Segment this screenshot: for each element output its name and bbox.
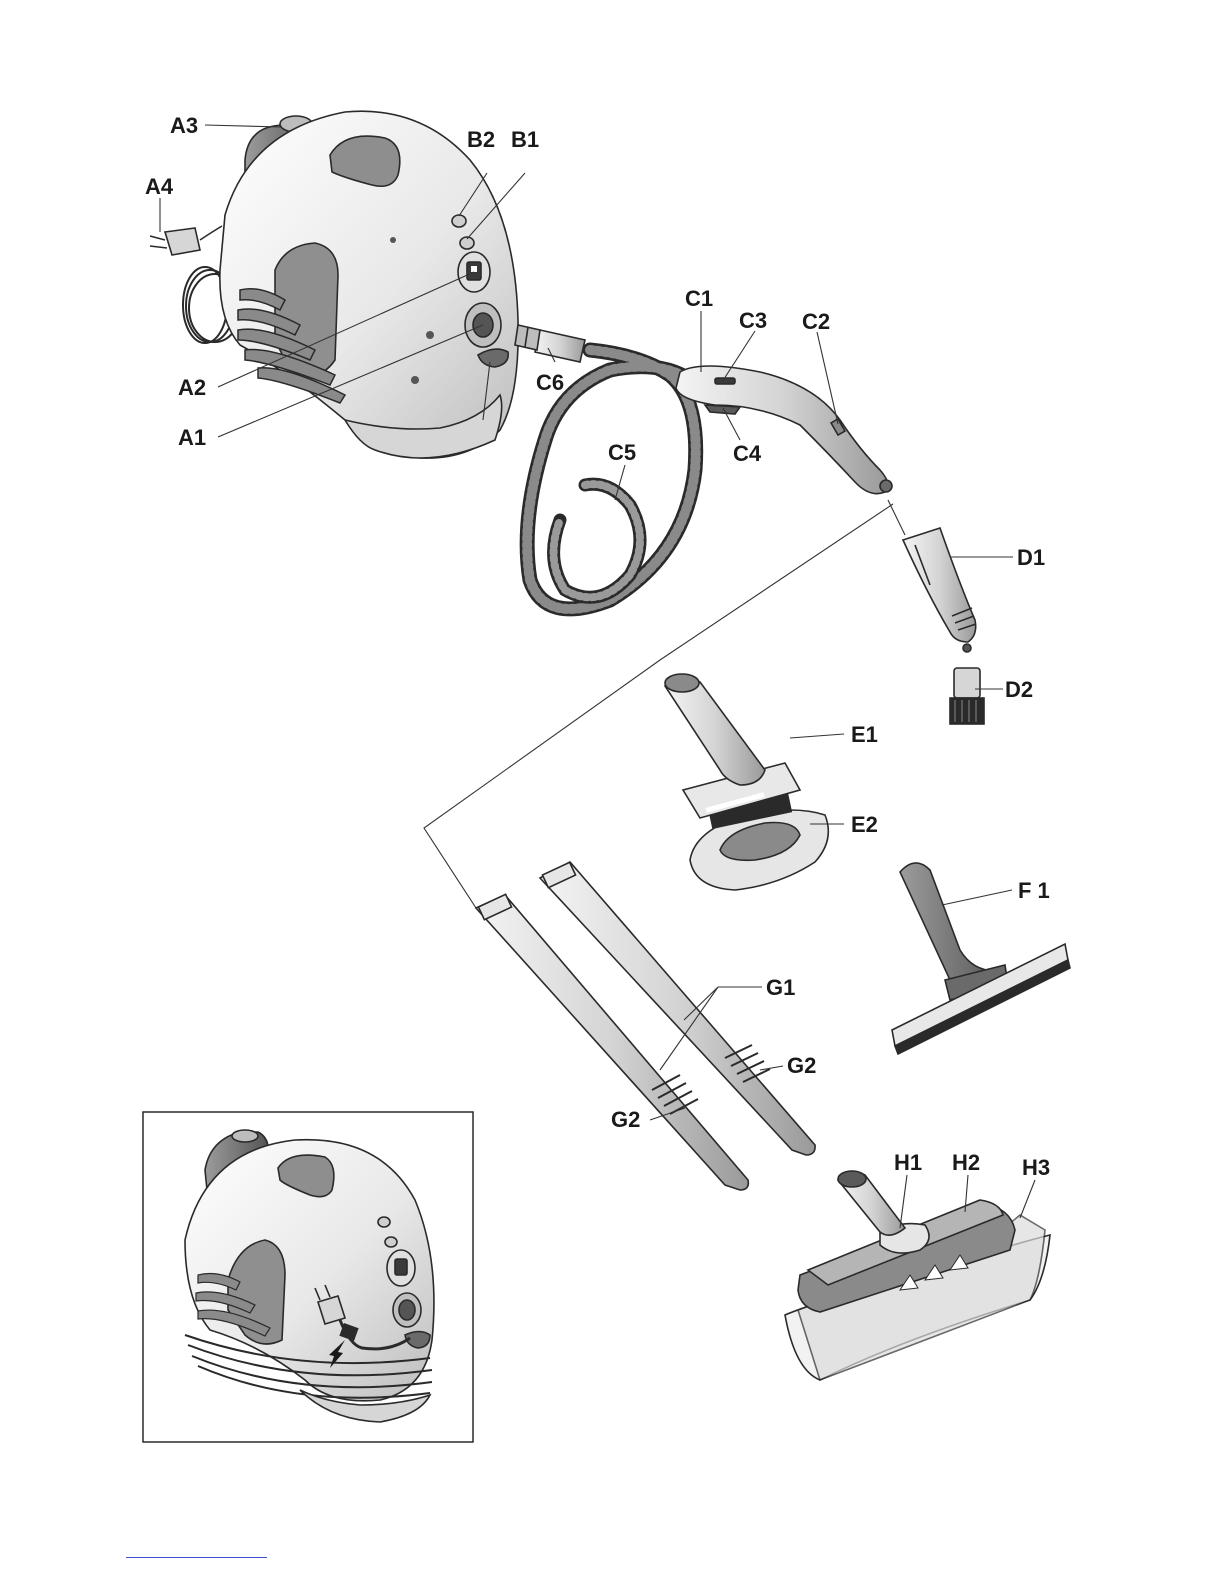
steam-unit <box>150 111 518 458</box>
footer-rule <box>126 1557 267 1558</box>
label-c1: C1 <box>685 286 713 311</box>
scrub-brush <box>665 674 828 890</box>
label-d2: D2 <box>1005 677 1033 702</box>
label-c4: C4 <box>733 441 762 466</box>
label-c2: C2 <box>802 309 830 334</box>
steam-hose-assembly <box>515 325 892 609</box>
label-f1: F 1 <box>1018 878 1050 903</box>
steam-trigger[interactable] <box>705 405 740 414</box>
label-c3: C3 <box>739 308 767 333</box>
label-e1: E1 <box>851 722 878 747</box>
label-g2-left: G2 <box>611 1107 640 1132</box>
label-a1: A1 <box>178 425 206 450</box>
handle-slider-c3[interactable] <box>715 378 735 384</box>
round-brush <box>950 668 984 724</box>
mains-plug <box>150 226 222 255</box>
steam-gun-handle <box>676 366 888 494</box>
label-c5: C5 <box>608 440 636 465</box>
detail-nozzle <box>903 528 976 652</box>
label-c6: C6 <box>536 370 564 395</box>
label-h3: H3 <box>1022 1155 1050 1180</box>
indicator-light-b2 <box>452 215 466 227</box>
brush-handle <box>665 678 765 785</box>
label-g2-right: G2 <box>787 1053 816 1078</box>
label-d1: D1 <box>1017 545 1045 570</box>
label-h2: H2 <box>952 1150 980 1175</box>
floor-head <box>785 1171 1050 1380</box>
cord-storage-inset <box>143 1112 473 1442</box>
handle-nozzle <box>880 480 892 492</box>
label-b1: B1 <box>511 127 539 152</box>
hose-connector <box>515 325 585 362</box>
label-b2: B2 <box>467 127 495 152</box>
label-g1: G1 <box>766 975 795 1000</box>
label-a3: A3 <box>170 113 198 138</box>
label-h1: H1 <box>894 1150 922 1175</box>
label-e2: E2 <box>851 812 878 837</box>
label-a4: A4 <box>145 174 174 199</box>
label-a2: A2 <box>178 375 206 400</box>
